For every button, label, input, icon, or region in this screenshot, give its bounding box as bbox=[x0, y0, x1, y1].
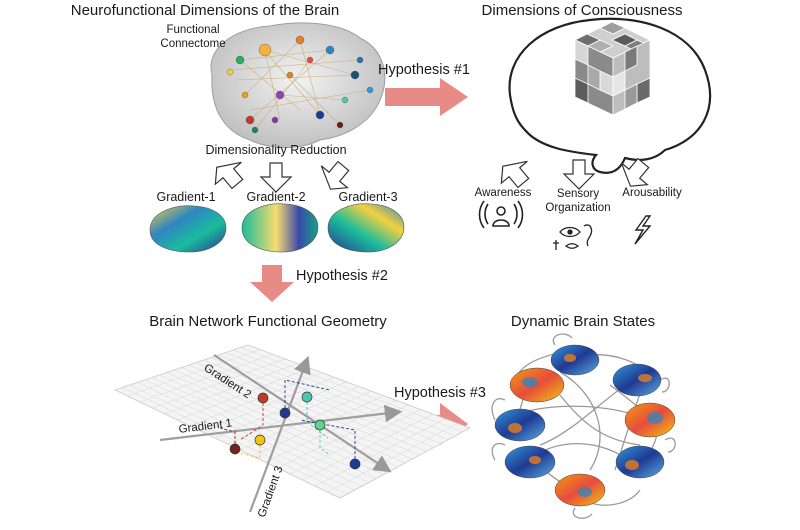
gradient-1-label: Gradient-1 bbox=[156, 190, 216, 204]
grid-line bbox=[240, 347, 463, 433]
connectome-label-line2: Connectome bbox=[160, 38, 226, 50]
hypothesis-2-label: Hypothesis #2 bbox=[296, 268, 388, 284]
hypothesis-1-arrow bbox=[385, 78, 468, 116]
lightning-icon bbox=[634, 215, 652, 245]
gradient-3-label: Gradient-3 bbox=[338, 190, 398, 204]
state-brain-lower-right bbox=[615, 445, 665, 479]
hypothesis-3-label: Hypothesis #3 bbox=[394, 385, 486, 401]
grid-line bbox=[314, 418, 446, 487]
dim-reduction-arrows bbox=[214, 160, 350, 193]
dynamic-brain-states bbox=[494, 344, 676, 507]
connectome-label: Functional Connectome bbox=[160, 23, 225, 51]
grid-line bbox=[233, 349, 456, 437]
arousability-arrow bbox=[620, 157, 650, 187]
sensory-organization-label: Sensory Organization bbox=[545, 187, 610, 215]
consciousness-arrows bbox=[500, 157, 650, 190]
arousability-label: Arousability bbox=[622, 187, 682, 199]
geometry-nodes bbox=[229, 391, 361, 470]
node-blue-2 bbox=[349, 458, 361, 470]
dynamic-states-title: Dynamic Brain States bbox=[510, 313, 656, 330]
brain-outline-icon bbox=[508, 17, 711, 174]
hypothesis-2-arrow bbox=[250, 265, 294, 302]
reduction-arrow-right bbox=[320, 160, 350, 190]
node-blue-1 bbox=[279, 407, 291, 419]
awareness-person-icon bbox=[478, 200, 524, 229]
sensory-label-line1: Sensory bbox=[556, 188, 600, 200]
node-green bbox=[314, 419, 326, 431]
gradient-3-brain bbox=[327, 203, 405, 253]
node-yellow bbox=[254, 434, 266, 446]
grid-line bbox=[327, 423, 458, 493]
connectome-brain bbox=[210, 22, 386, 148]
gradient-2-brain bbox=[241, 203, 319, 253]
awareness-label: Awareness bbox=[474, 187, 532, 199]
awareness-arrow bbox=[500, 160, 530, 189]
gradient-brains bbox=[149, 203, 405, 253]
connectome-label-line1: Functional bbox=[166, 24, 220, 36]
reduction-arrow-left bbox=[214, 161, 244, 190]
axis-gradient-2 bbox=[213, 354, 392, 473]
consciousness-title: Dimensions of Consciousness bbox=[481, 2, 683, 19]
eye-ear-mouth-icon bbox=[553, 224, 593, 250]
gradient-2-label: Gradient-2 bbox=[246, 190, 306, 204]
cube-icon bbox=[574, 21, 651, 116]
sensory-label-line2: Organization bbox=[545, 202, 611, 214]
state-brain-upper-left bbox=[509, 367, 565, 403]
dimensionality-reduction-label: Dimensionality Reduction bbox=[205, 143, 347, 157]
geometry-axes bbox=[159, 354, 403, 513]
reduction-arrow-center bbox=[259, 162, 293, 193]
node-darkred bbox=[229, 443, 241, 455]
geometry-projections bbox=[219, 379, 356, 464]
axis-gradient-1 bbox=[159, 404, 403, 442]
state-brain-upper-right bbox=[612, 363, 662, 397]
grid-line bbox=[302, 413, 434, 481]
gradient-1-brain bbox=[149, 205, 227, 253]
node-teal bbox=[301, 391, 313, 403]
axis-gradient-3 bbox=[248, 355, 311, 513]
hypothesis-1-label: Hypothesis #1 bbox=[378, 62, 470, 78]
node-red bbox=[257, 392, 269, 404]
geometry-title: Brain Network Functional Geometry bbox=[149, 313, 387, 330]
sensory-arrow bbox=[562, 159, 596, 190]
neuro-dimensions-title: Neurofunctional Dimensions of the Brain bbox=[70, 2, 340, 19]
geometry-plane bbox=[113, 344, 471, 499]
